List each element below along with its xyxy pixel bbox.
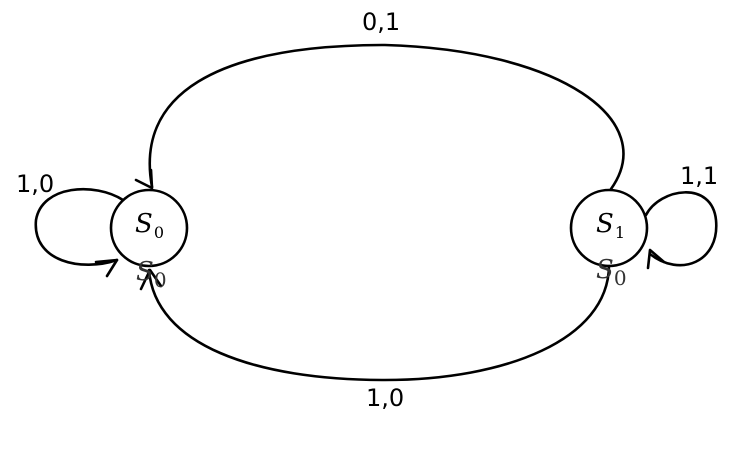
state-s1-label: S1: [596, 209, 625, 242]
arrowhead-s0-self-loop: [94, 258, 119, 278]
transition-s1-to-s0-bottom: [139, 264, 611, 382]
state-s0-letter: S: [135, 209, 153, 239]
stray-label-under-s1-letter: S: [596, 255, 614, 285]
self-loop-s0-curve: [34, 187, 125, 267]
stray-label-under-s0-letter: S: [136, 257, 154, 287]
arrowhead-top-arc: [134, 168, 154, 190]
transition-s0-self-loop: [34, 187, 125, 278]
transition-top-label: 0,1: [362, 8, 400, 36]
state-s1-letter: S: [596, 209, 614, 239]
transition-s0-self-loop-label: 1,0: [16, 170, 54, 198]
transition-s1-self-loop-label: 1,1: [680, 162, 718, 190]
top-arc-curve: [148, 43, 625, 191]
self-loop-s1-curve: [644, 191, 718, 267]
stray-label-under-s0: S0: [136, 257, 167, 292]
stray-label-under-s1-subscript: 0: [614, 266, 627, 290]
state-s0-label: S0: [135, 209, 164, 242]
state-s0-circle: [109, 188, 189, 268]
state-s1-subscript: 1: [615, 223, 625, 242]
bottom-arc-curve: [147, 264, 611, 382]
transition-bottom-label: 1,0: [366, 384, 404, 412]
stray-label-under-s1: S0: [596, 255, 627, 290]
state-s0: S0: [109, 188, 189, 268]
arrowhead-bottom-arc: [139, 268, 163, 291]
transition-s1-self-loop: [644, 191, 718, 270]
state-s0-subscript: 0: [154, 223, 164, 242]
transition-s1-to-s0-top: [134, 43, 625, 191]
stray-label-under-s0-subscript: 0: [154, 268, 167, 292]
arrowhead-s1-self-loop: [646, 248, 666, 270]
